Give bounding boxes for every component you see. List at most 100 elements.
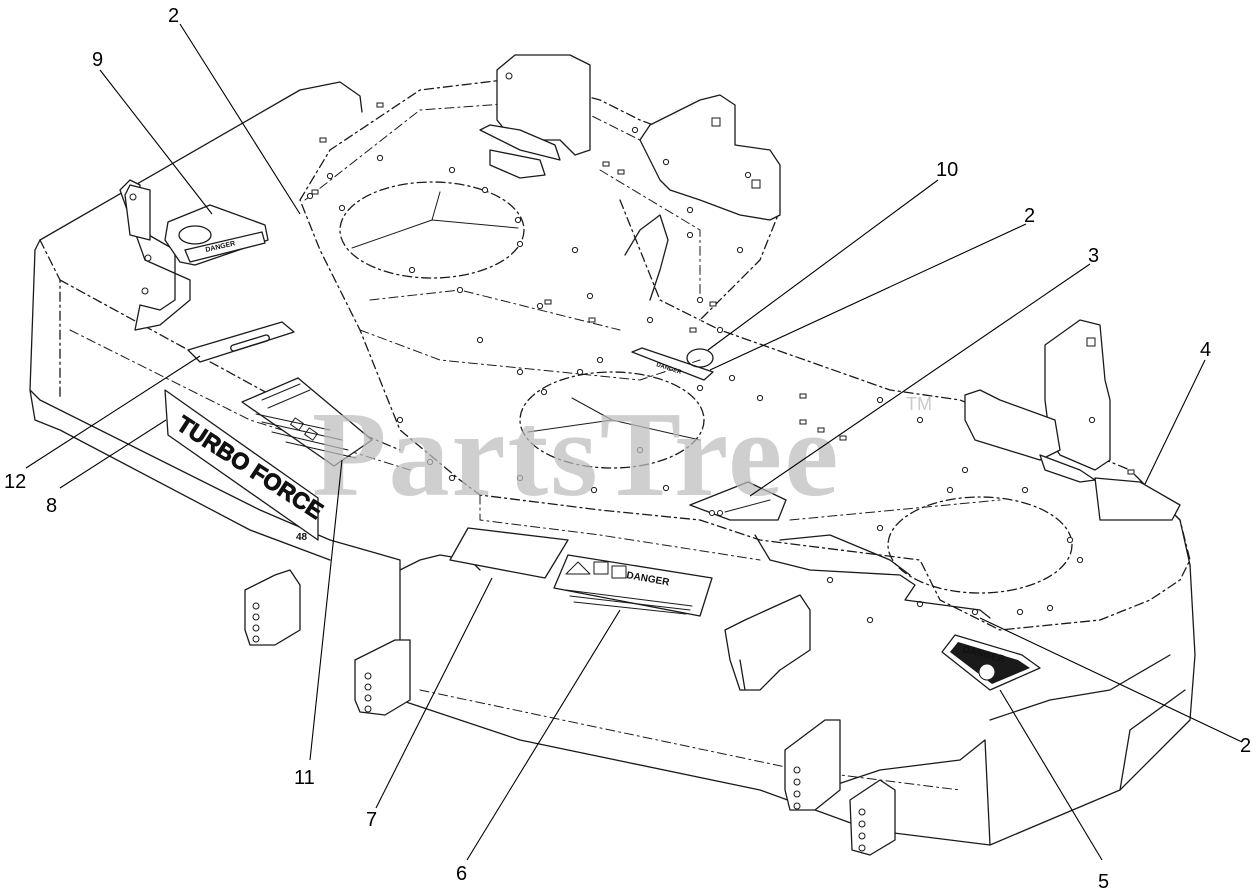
watermark-trademark: TM xyxy=(906,394,932,414)
leader-c7 xyxy=(25,355,201,469)
decal-9-plate: DANGER xyxy=(164,204,269,266)
deck-hole xyxy=(306,192,314,200)
deck-hole xyxy=(571,246,579,254)
deck-slot xyxy=(799,419,807,425)
decal-7-blank xyxy=(449,527,569,579)
deck-hole xyxy=(476,336,484,344)
callout-c4: 2 xyxy=(1024,205,1035,227)
decal-10-danger: DANGER xyxy=(631,347,714,381)
deck-hole xyxy=(590,486,598,494)
callout-c9: 11 xyxy=(294,767,315,789)
leader-lines xyxy=(25,23,1243,861)
callout-c10: 7 xyxy=(366,809,377,831)
deck-slot xyxy=(319,137,327,143)
deck-hole xyxy=(1076,556,1084,564)
leader-c11 xyxy=(466,609,621,861)
leader-c4 xyxy=(709,223,1027,371)
deck-slot xyxy=(709,301,717,307)
deck-hole xyxy=(448,474,456,482)
callout-c11: 6 xyxy=(456,863,467,885)
decal-12-height-indicator xyxy=(187,321,295,363)
deck-slot xyxy=(311,189,319,195)
deck-hole xyxy=(456,286,464,294)
leader-c9 xyxy=(309,459,343,761)
callout-c5: 3 xyxy=(1088,245,1099,267)
deck-hole xyxy=(961,466,969,474)
deck-hole xyxy=(516,474,524,482)
deck-hole xyxy=(536,302,544,310)
callout-c1: 2 xyxy=(168,5,179,27)
deck-hole xyxy=(686,206,694,214)
callout-c6: 4 xyxy=(1200,339,1211,361)
deck-hole xyxy=(686,231,694,239)
deck-holes xyxy=(306,102,1135,624)
callout-c7: 12 xyxy=(4,471,26,493)
decal-4-blank xyxy=(1094,477,1181,521)
deck-slot xyxy=(602,161,610,167)
leader-c5 xyxy=(749,263,1091,497)
leader-c6 xyxy=(1144,359,1206,485)
deck-hole xyxy=(1046,604,1054,612)
mount-brackets xyxy=(119,54,1111,856)
decal-6-danger: DANGER xyxy=(553,554,713,617)
deck-hole xyxy=(338,204,346,212)
deck-hole xyxy=(540,388,548,396)
deck-hole xyxy=(1016,608,1024,616)
deck-hole xyxy=(756,394,764,402)
deck-hole xyxy=(514,216,522,224)
deck-hole xyxy=(876,396,884,404)
deck-hole xyxy=(396,416,404,424)
deck-hole xyxy=(631,126,639,134)
turbo-force-size-text: 48 xyxy=(296,532,308,543)
deck-hole xyxy=(728,374,736,382)
watermark: PartsTree TM xyxy=(312,387,932,522)
leader-c10 xyxy=(375,577,493,809)
decal-11-instructions xyxy=(241,377,373,467)
deck-hole xyxy=(662,484,670,492)
deck-hole xyxy=(646,316,654,324)
deck-slot xyxy=(617,169,625,175)
leader-c8 xyxy=(59,419,167,489)
deck-slot xyxy=(544,299,552,305)
leader-c1 xyxy=(179,23,301,215)
deck-slot xyxy=(839,435,847,441)
callout-c3: 10 xyxy=(936,159,958,181)
deck-hole xyxy=(636,446,644,454)
deck-slot xyxy=(376,102,384,108)
deck-hole xyxy=(596,356,604,364)
deck-hole xyxy=(696,384,704,392)
deck-hole xyxy=(866,616,874,624)
deck-hole xyxy=(448,166,456,174)
blade-openings xyxy=(339,169,1073,594)
deck-slot xyxy=(817,427,825,433)
deck-hole xyxy=(916,416,924,424)
deck-hole xyxy=(946,486,954,494)
deck-hole xyxy=(876,524,884,532)
leader-c13 xyxy=(979,617,1243,743)
deck-hole xyxy=(1066,536,1074,544)
decal-3-belt xyxy=(689,481,787,521)
deck-hole xyxy=(326,172,334,180)
deck-hole xyxy=(516,368,524,376)
callout-c8: 8 xyxy=(46,495,57,517)
deck-hole xyxy=(408,266,416,274)
deck-hole xyxy=(716,326,724,334)
callout-c13: 2 xyxy=(1240,735,1251,757)
deck-slot xyxy=(799,393,807,399)
deck-hole xyxy=(576,368,584,376)
leader-c3 xyxy=(707,179,939,351)
callout-c2: 9 xyxy=(92,49,103,71)
callout-labels: 2 9 10 2 3 4 12 8 11 7 6 5 2 xyxy=(4,5,1251,893)
leader-c2 xyxy=(99,69,213,215)
decal-5-danger-diamond: DANGER xyxy=(941,634,1041,691)
deck-hole xyxy=(826,576,834,584)
deck-slot xyxy=(588,317,596,323)
deck-slot xyxy=(689,327,697,333)
deck-hole xyxy=(376,154,384,162)
deck-hole xyxy=(696,296,704,304)
deck-slot xyxy=(1127,469,1135,475)
callout-c12: 5 xyxy=(1098,871,1109,893)
deck-hole xyxy=(1021,486,1029,494)
deck-hole xyxy=(586,292,594,300)
